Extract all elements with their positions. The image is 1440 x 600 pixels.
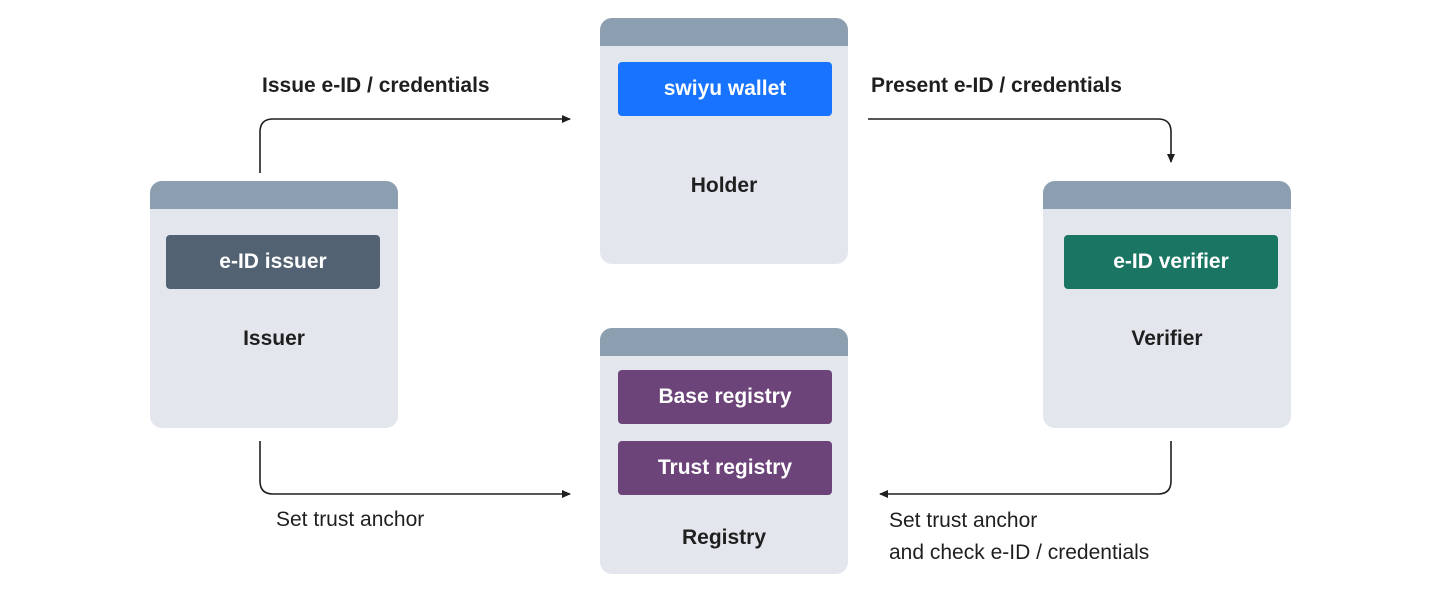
verifier-trust-anchor-arrow bbox=[879, 441, 1172, 498]
issuer-trust-anchor-label: Set trust anchor bbox=[276, 508, 425, 531]
e-id-issuer-component: e-ID issuer bbox=[166, 235, 380, 289]
issuer-node-header bbox=[150, 181, 398, 209]
e-id-verifier-component: e-ID verifier bbox=[1064, 235, 1278, 289]
holder-label: Holder bbox=[690, 174, 758, 197]
verifier-node-header bbox=[1043, 181, 1291, 209]
registry-node: Base registry Trust registry Registry bbox=[600, 328, 848, 574]
holder-node-header bbox=[600, 18, 848, 46]
holder-node: swiyu wallet Holder bbox=[600, 18, 848, 264]
registry-node-header bbox=[600, 328, 848, 356]
issuer-trust-anchor-arrow bbox=[259, 441, 571, 498]
trust-registry-component: Trust registry bbox=[618, 441, 832, 495]
issue-edge-label: Issue e-ID / credentials bbox=[262, 74, 490, 97]
issue-arrow bbox=[259, 115, 571, 173]
registry-label: Registry bbox=[681, 526, 767, 549]
issuer-node: e-ID issuer Issuer bbox=[150, 181, 398, 428]
verifier-trust-anchor-label-line1: Set trust anchor bbox=[889, 509, 1038, 532]
base-registry-component: Base registry bbox=[618, 370, 832, 424]
verifier-node: e-ID verifier Verifier bbox=[1043, 181, 1291, 428]
issuer-label: Issuer bbox=[243, 327, 305, 350]
verifier-label: Verifier bbox=[1131, 327, 1203, 350]
present-edge-label: Present e-ID / credentials bbox=[871, 74, 1122, 97]
swiyu-wallet-component: swiyu wallet bbox=[618, 62, 832, 116]
present-arrow bbox=[868, 118, 1175, 163]
verifier-trust-anchor-label-line2: and check e-ID / credentials bbox=[889, 541, 1150, 564]
